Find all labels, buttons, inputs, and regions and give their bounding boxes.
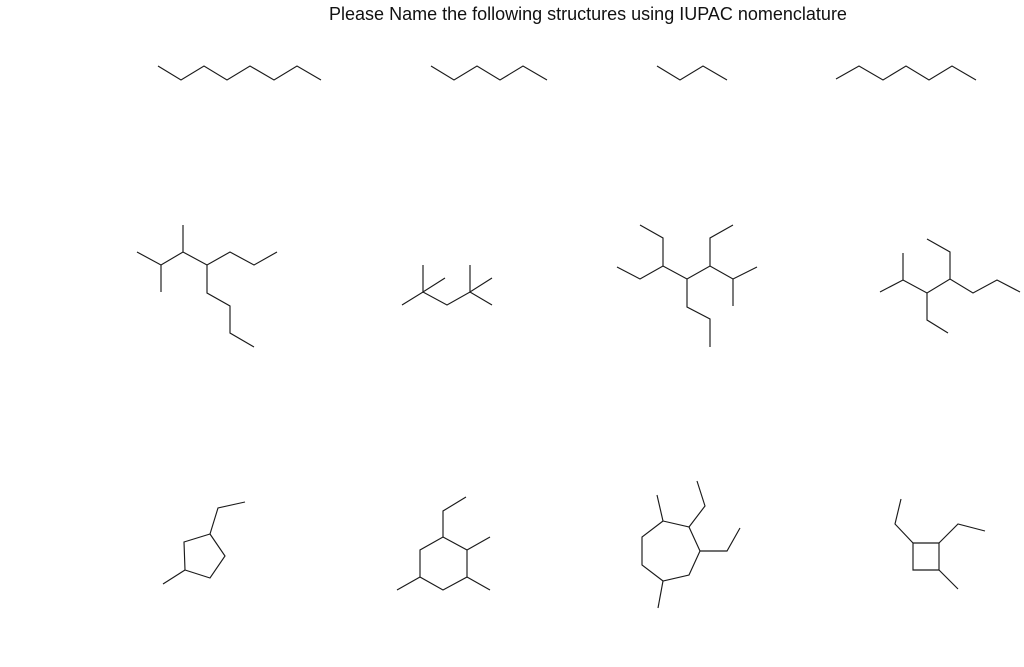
page-title: Please Name the following structures usi… xyxy=(329,4,847,24)
structure-10-cyclohexane xyxy=(396,496,491,591)
structure-2-hexane xyxy=(430,65,548,81)
structure-6-tetramethylpentane xyxy=(401,265,493,306)
structure-5-branched-alkane xyxy=(136,225,278,348)
structure-7-branched-alkane xyxy=(616,224,758,347)
structure-8-branched-alkane xyxy=(879,238,1021,334)
structure-1-octane xyxy=(157,65,322,81)
structure-11-cycloheptane xyxy=(641,480,741,609)
structure-12-cyclobutane xyxy=(894,498,986,590)
structure-4-heptane xyxy=(835,65,977,81)
structure-9-cyclopentane xyxy=(162,501,246,585)
structure-3-butane xyxy=(656,65,728,81)
